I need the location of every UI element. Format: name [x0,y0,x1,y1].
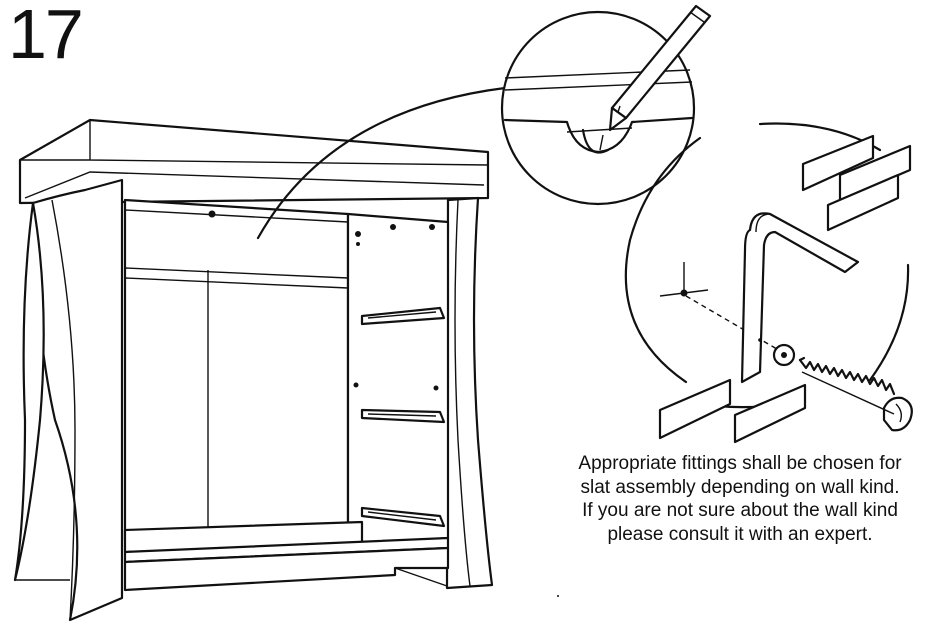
wall-brick-icon [658,134,912,444]
caption-line: please consult it with an expert. [607,523,873,545]
caption-line: slat assembly depending on wall kind. [580,476,900,498]
drawer-runner [360,506,446,528]
detail-circle-mounting [624,136,702,384]
drill-point-marker [659,262,783,353]
washer-icon [772,343,796,367]
step-number: 17 [8,0,84,73]
callout-pointer [256,86,507,240]
cabinet-left-side [31,178,124,622]
caption-line: If you are not sure about the wall kind [582,500,898,521]
screw-icon [798,356,913,432]
cabinet-illustration [13,118,494,622]
cabinet-interior-back [123,198,350,547]
wall-slat-icon [740,212,860,384]
instruction-caption: Appropriate fittings shall be chosen for… [540,452,938,546]
cabinet-right-side [445,196,494,590]
drawer-runner [360,408,446,424]
detail-circle-marking [500,4,712,206]
caption-line: Appropriate fittings shall be chosen for [578,453,902,474]
drawer-runner [360,306,446,326]
cabinet-inner-right-wall [346,212,450,547]
pencil-icon [608,4,712,132]
